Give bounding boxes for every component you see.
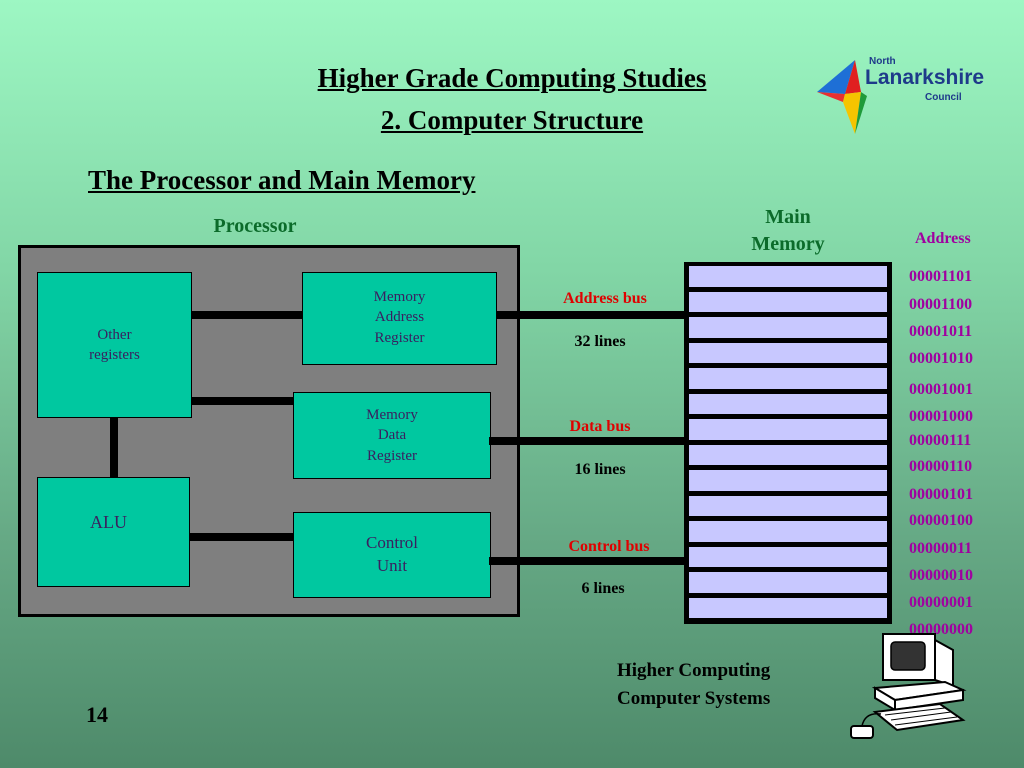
memory-cell bbox=[688, 290, 888, 313]
memory-cell bbox=[688, 316, 888, 339]
footer-caption: Higher Computing Computer Systems bbox=[617, 657, 770, 712]
main-memory-label-line1: Main bbox=[765, 206, 811, 228]
main-memory-label: Main Memory bbox=[728, 204, 848, 258]
main-memory-label-line2: Memory bbox=[751, 233, 825, 255]
mdr-box: Memory Data Register bbox=[293, 392, 491, 479]
memory-cell bbox=[688, 469, 888, 492]
data-bus-line bbox=[489, 437, 687, 445]
memory-address: 00001100 bbox=[909, 296, 973, 313]
footer-caption-line1: Higher Computing bbox=[617, 660, 771, 681]
page-number: 14 bbox=[86, 702, 108, 727]
memory-cell bbox=[688, 265, 888, 288]
title-line-1: Higher Grade Computing Studies bbox=[317, 63, 707, 93]
connector-registers-alu bbox=[110, 416, 118, 478]
logo-text-council: Council bbox=[925, 92, 962, 103]
address-bus-label: Address bus bbox=[563, 290, 647, 307]
memory-address: 00000100 bbox=[909, 512, 973, 529]
memory-address: 00000011 bbox=[909, 540, 973, 557]
other-registers-label: Other registers bbox=[89, 326, 140, 363]
mdr-label: Memory Data Register bbox=[366, 407, 418, 464]
memory-address: 00001010 bbox=[909, 350, 973, 367]
memory-stack bbox=[684, 262, 892, 624]
control-unit-label: Control Unit bbox=[366, 533, 418, 575]
mar-box: Memory Address Register bbox=[302, 272, 497, 365]
memory-cell bbox=[688, 443, 888, 466]
data-bus-label: Data bus bbox=[569, 418, 631, 435]
control-bus-line bbox=[489, 557, 687, 565]
control-bus-label: Control bus bbox=[568, 538, 650, 555]
computer-icon bbox=[845, 630, 970, 745]
memory-cell bbox=[688, 341, 888, 364]
memory-cell bbox=[688, 571, 888, 594]
alu-label: ALU bbox=[90, 511, 127, 532]
alu-box: ALU bbox=[37, 477, 190, 587]
title-line-2: 2. Computer Structure bbox=[380, 105, 644, 135]
connector-alu-control bbox=[190, 533, 294, 541]
memory-address: 00000001 bbox=[909, 594, 973, 611]
memory-address: 00001011 bbox=[909, 323, 973, 340]
slide-subtitle: The Processor and Main Memory bbox=[88, 165, 476, 195]
control-unit-box: Control Unit bbox=[293, 512, 491, 598]
control-bus-lines: 6 lines bbox=[581, 580, 625, 597]
memory-address: 00001101 bbox=[909, 268, 973, 285]
memory-address: 00000110 bbox=[909, 458, 973, 475]
address-bus-line bbox=[497, 311, 687, 319]
other-registers-box: Other registers bbox=[37, 272, 192, 418]
memory-cell bbox=[688, 418, 888, 441]
memory-cell bbox=[688, 596, 888, 619]
council-logo-emblem bbox=[817, 60, 867, 134]
memory-address: 00000010 bbox=[909, 567, 973, 584]
memory-cell bbox=[688, 392, 888, 415]
address-bus-lines: 32 lines bbox=[574, 333, 626, 350]
data-bus-lines: 16 lines bbox=[574, 461, 626, 478]
footer-caption-line2: Computer Systems bbox=[617, 687, 771, 709]
memory-cell bbox=[688, 520, 888, 543]
memory-address: 00001000 bbox=[909, 408, 973, 425]
address-header: Address bbox=[915, 230, 971, 247]
computer-icon-graphic bbox=[850, 633, 967, 739]
mar-label: Memory Address Register bbox=[373, 289, 426, 346]
connector-registers-mdr bbox=[190, 397, 294, 405]
memory-address: 00000101 bbox=[909, 486, 973, 503]
memory-address: 00000111 bbox=[909, 432, 972, 449]
memory-cell bbox=[688, 545, 888, 568]
logo-text-north: North bbox=[869, 56, 896, 67]
council-logo: North Lanarkshire Council bbox=[815, 52, 984, 136]
connector-registers-mar bbox=[190, 311, 303, 319]
memory-cell bbox=[688, 367, 888, 390]
logo-text-lanarkshire: Lanarkshire bbox=[865, 66, 985, 89]
memory-cell bbox=[688, 494, 888, 517]
memory-address: 00001001 bbox=[909, 381, 973, 398]
processor-label: Processor bbox=[213, 215, 297, 237]
